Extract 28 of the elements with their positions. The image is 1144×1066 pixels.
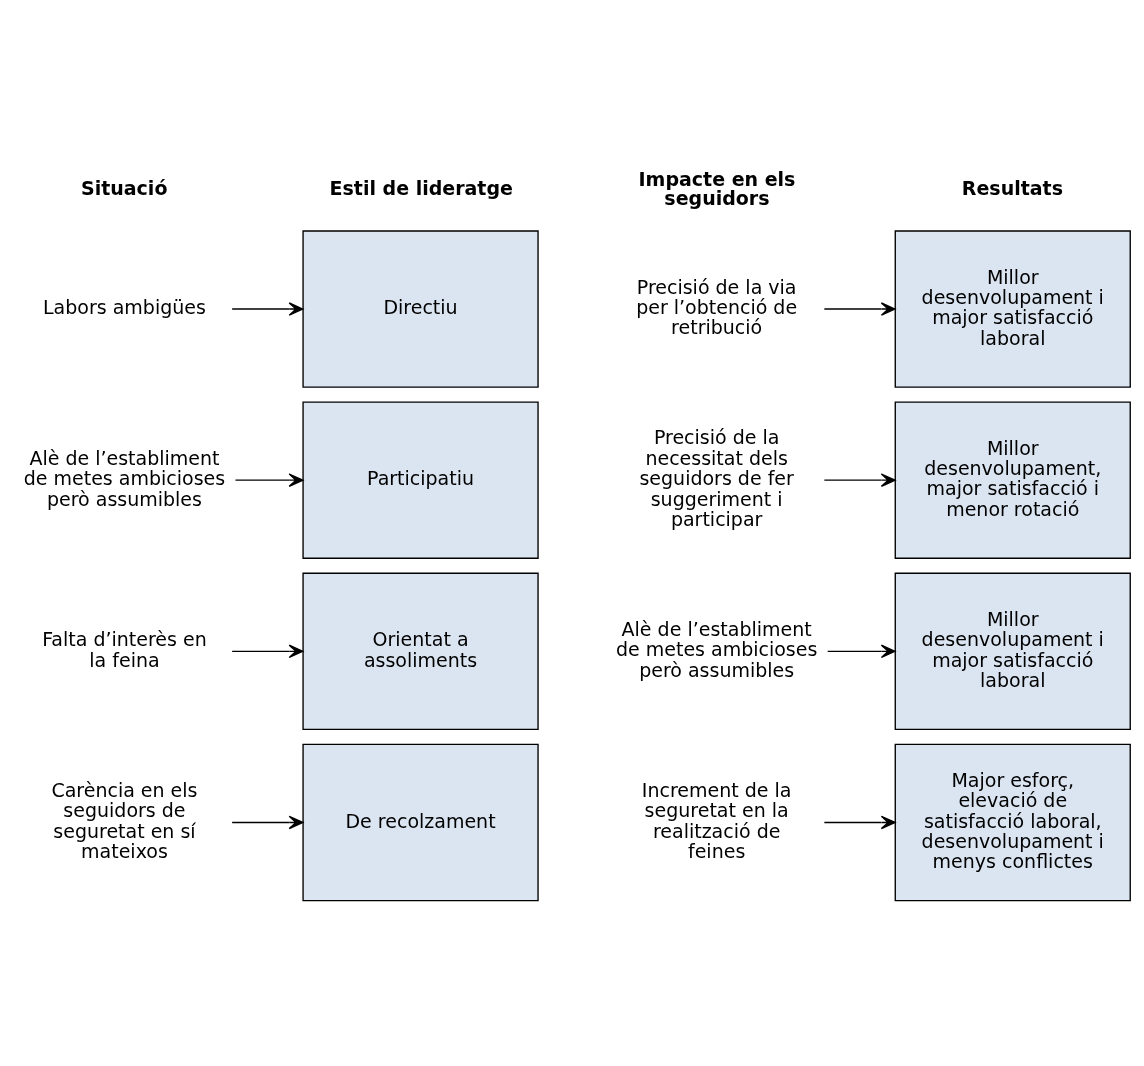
node-box: Directiu <box>302 229 539 388</box>
label: Situació <box>80 176 168 199</box>
arrow <box>231 815 304 829</box>
node-text: Precisió de la via per l’obtenció de retribució <box>636 275 798 338</box>
label: Estil de lideratge <box>329 176 513 199</box>
node-text: Alè de l’establiment de metes ambicioses però assumibles <box>23 446 226 510</box>
node-text: Alè de l’establiment de metes ambicioses però assumibles <box>615 617 818 681</box>
arrow <box>827 644 896 658</box>
arrow <box>231 644 304 658</box>
node-text: Precisió de la necessitat dels seguidors de fer suggeriment i participar <box>639 425 794 530</box>
arrow <box>234 472 304 487</box>
node-box: Major esforç, elevació de satisfacció laboral, desenvolupament i menys conflictes <box>894 743 1131 901</box>
node-text: Falta d’interès en la feina <box>42 627 207 671</box>
label: Impacte en els seguidors <box>638 167 796 209</box>
label: Resultats <box>961 176 1063 199</box>
arrow <box>231 301 304 316</box>
node-box: Participatiu <box>302 400 539 559</box>
node-text: Increment de la seguretat en la realització de feines <box>641 778 792 862</box>
node-text: Carència en els seguidors de seguretat en sí mateixos <box>51 778 198 862</box>
node-box: Millor desenvolupament i major satisfacció laboral <box>894 229 1131 388</box>
node-box: Millor desenvolupament i major satisfacció laboral <box>894 572 1131 730</box>
node-box: Millor desenvolupament, major satisfacció i menor rotació <box>894 400 1131 559</box>
node-box: Orientat a assoliments <box>302 572 539 730</box>
arrow <box>823 472 896 487</box>
node-text: Labors ambigües <box>43 295 206 318</box>
arrow <box>823 815 896 829</box>
node-box: De recolzament <box>302 743 539 901</box>
arrow <box>823 301 896 316</box>
